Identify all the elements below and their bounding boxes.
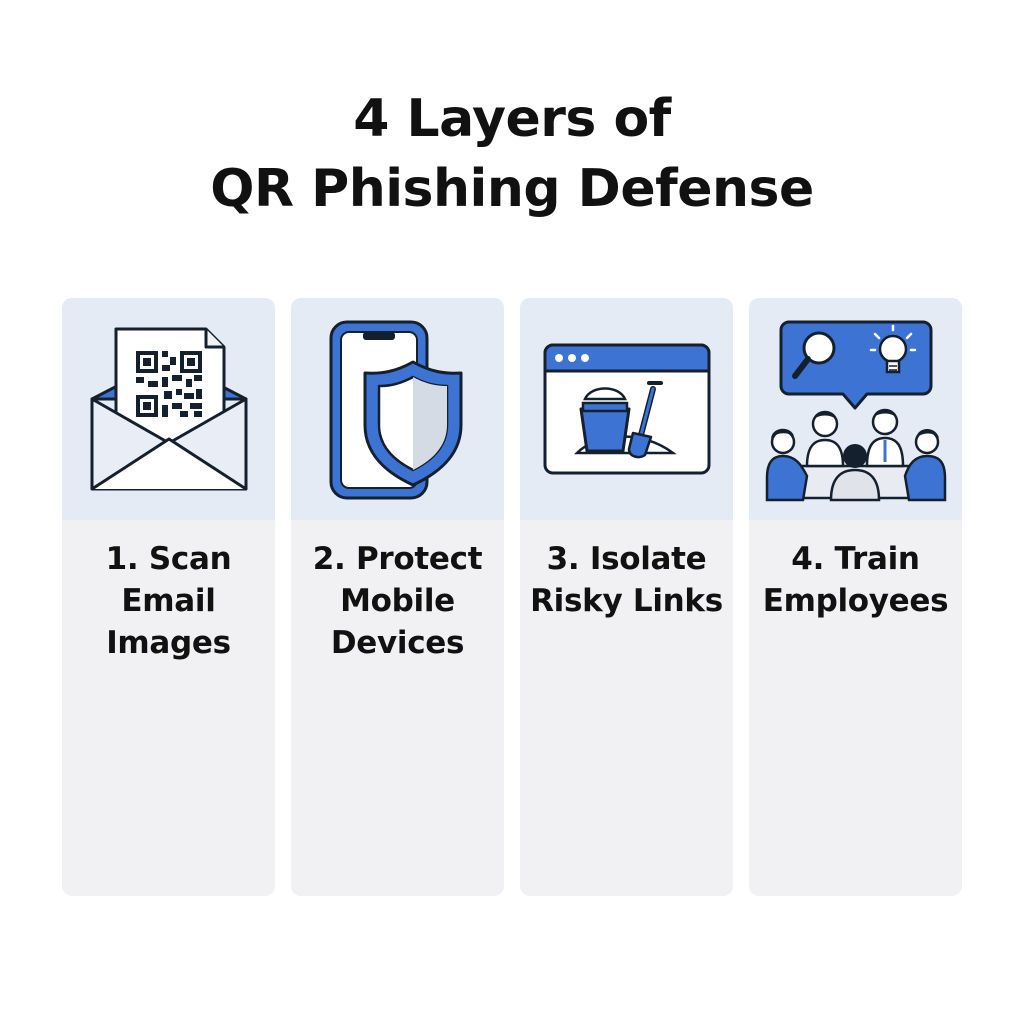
layer-2-icon-panel: [291, 298, 504, 520]
defense-layers: 1. Scan Email Images 2. Protect Mobile D…: [62, 298, 964, 896]
phone-shield-icon: [329, 320, 462, 499]
layer-1-label: 1. Scan Email Images: [105, 541, 232, 661]
browser-sandbox-icon: [543, 343, 710, 475]
layer-2-label: 2. Protect Mobile Devices: [312, 541, 483, 661]
layer-4-label: 4. Train Employees: [762, 541, 949, 619]
layer-3-label: 3. Isolate Risky Links: [530, 541, 723, 619]
layer-4-icon-panel: [749, 298, 962, 520]
page-title: 4 Layers of QR Phishing Defense: [0, 84, 1024, 224]
layer-card-3: 3. Isolate Risky Links: [520, 298, 733, 896]
layer-card-2: 2. Protect Mobile Devices: [291, 298, 504, 896]
email-qr-icon: [90, 327, 247, 491]
team-training-icon: [765, 320, 946, 502]
layer-card-4: 4. Train Employees: [749, 298, 962, 896]
title-line-1: 4 Layers of: [353, 89, 671, 149]
layer-1-icon-panel: [62, 298, 275, 520]
title-line-2: QR Phishing Defense: [210, 159, 814, 219]
layer-card-1: 1. Scan Email Images: [62, 298, 275, 896]
layer-3-icon-panel: [520, 298, 733, 520]
